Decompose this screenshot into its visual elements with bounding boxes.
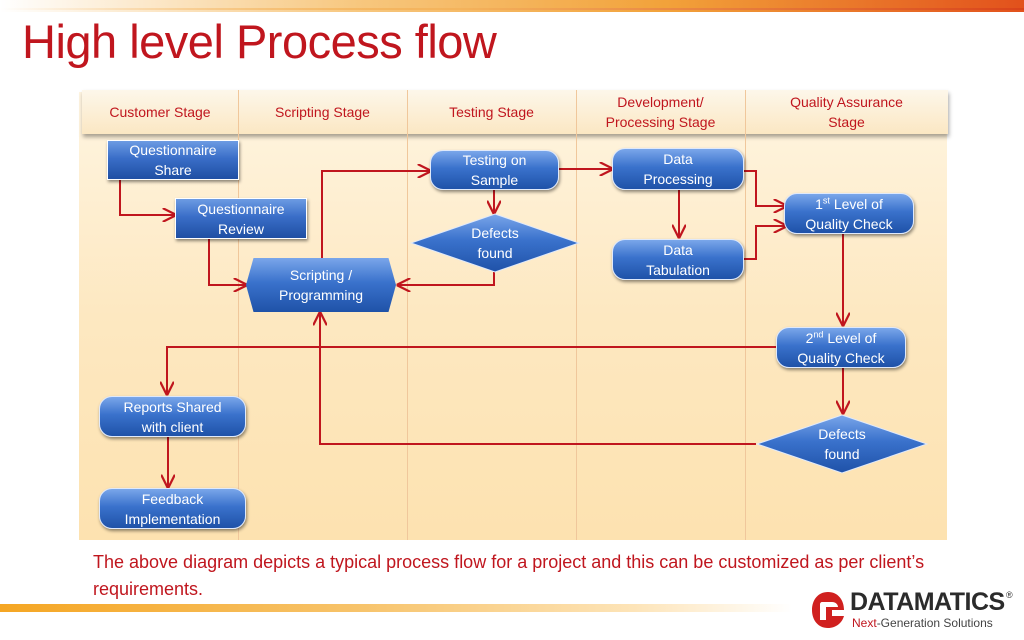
arrow-scripting-to-testing	[321, 171, 430, 258]
tagline-accent: Next	[852, 616, 877, 630]
lane-separator	[238, 90, 239, 540]
arrow-tabulation-to-qc1	[744, 226, 786, 260]
qc1-number: 1	[815, 195, 823, 212]
node-defects-found-testing: Defects found	[410, 213, 580, 273]
node-data-processing: Data Processing	[612, 148, 744, 190]
qc2-line2: Quality Check	[797, 349, 885, 366]
qc2-number: 2	[805, 329, 814, 346]
lane-header-bar	[82, 90, 948, 134]
bottom-accent-stripe	[0, 604, 792, 612]
node-questionnaire-share: Questionnaire Share	[107, 140, 239, 180]
registered-mark: ®	[1006, 590, 1013, 600]
arrow-processing-to-qc1	[744, 170, 786, 206]
qc1-line2: Quality Check	[805, 215, 893, 232]
qc2-line1: 2nd Level of	[806, 328, 877, 348]
qc1-level-text: Level of	[829, 195, 883, 212]
arrow-qc2-to-reports	[167, 346, 776, 394]
brand-name: DATAMATICS	[850, 588, 1005, 616]
lane-title-scripting-stage: Scripting Stage	[275, 104, 370, 120]
node-scripting-programming: Scripting / Programming	[246, 258, 396, 312]
qc1-line1: 1st Level of	[815, 194, 883, 214]
top-accent-stripe	[0, 0, 1024, 12]
brand-tagline: Next-Generation Solutions	[852, 616, 993, 630]
qc1-superscript: st	[822, 194, 830, 205]
diamond-shape	[756, 414, 928, 474]
lane-separator	[745, 90, 746, 540]
node-testing-on-sample: Testing on Sample	[430, 150, 559, 190]
arrow-share-to-review	[119, 180, 175, 215]
node-questionnaire-review: Questionnaire Review	[175, 198, 307, 239]
node-data-tabulation: Data Tabulation	[612, 239, 744, 280]
node-second-level-quality-check: 2nd Level of Quality Check	[776, 327, 906, 368]
footer-description: The above diagram depicts a typical proc…	[93, 552, 925, 599]
node-defects-found-qa: Defects found	[756, 414, 928, 474]
node-feedback-implementation: Feedback Implementation	[99, 488, 246, 529]
lane-separator	[407, 90, 408, 540]
lane-title-customer-stage: Customer Stage	[109, 104, 211, 120]
arrow-defects-to-scripting	[398, 272, 495, 285]
lane-separator	[576, 90, 577, 540]
diamond-shape	[410, 213, 580, 273]
lane-title-testing-stage: Testing Stage	[449, 104, 534, 120]
node-first-level-quality-check: 1st Level of Quality Check	[784, 193, 914, 234]
arrow-defects-to-scripting-loop	[320, 313, 756, 445]
arrow-review-to-scripting	[208, 239, 246, 285]
datamatics-logo: DATAMATICS ® Next-Generation Solutions	[808, 588, 1018, 634]
tagline-rest: -Generation Solutions	[876, 616, 993, 630]
qc2-superscript: nd	[813, 328, 824, 339]
defects-found-label: Defects found	[471, 225, 519, 261]
node-reports-shared-with-client: Reports Shared with client	[99, 396, 246, 437]
qc2-level-text: Level of	[823, 329, 877, 346]
defects-found-qa-label: Defects found	[818, 426, 866, 462]
lane-title-quality-assurance-stage: Quality Assurance Stage	[790, 94, 903, 130]
page-title: High level Process flow	[22, 15, 497, 68]
lane-title-development-processing-stage: Development/ Processing Stage	[605, 94, 716, 130]
datamatics-logo-icon	[812, 592, 844, 628]
